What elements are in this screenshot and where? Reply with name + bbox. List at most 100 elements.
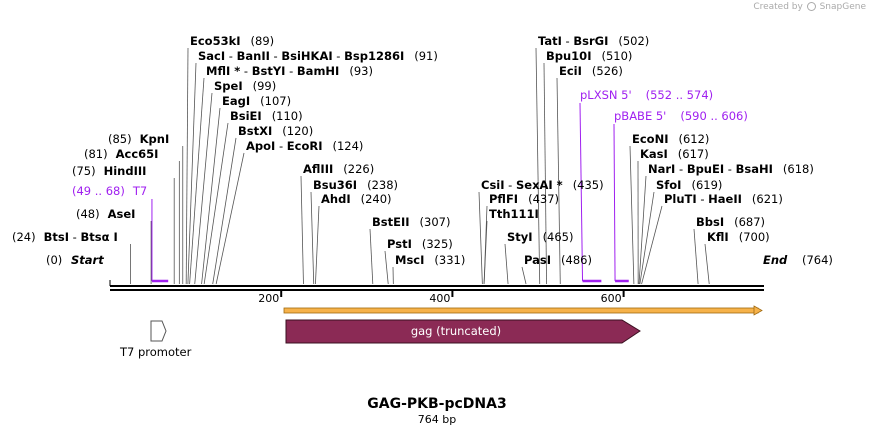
site-label: Bsu36I(238) — [313, 178, 398, 192]
restriction-site[interactable]: BstXI(120) — [238, 124, 313, 138]
site-leader-line — [315, 205, 320, 285]
restriction-site[interactable]: Bsu36I(238) — [313, 178, 398, 192]
site-name: BanII — [237, 49, 270, 63]
restriction-site[interactable]: CsiI - SexAI *(435) — [481, 178, 604, 192]
restriction-site[interactable]: StyI(465) — [507, 230, 574, 244]
site-label: SpeI(99) — [214, 79, 276, 93]
restriction-site[interactable]: KflI(700) — [707, 230, 770, 244]
site-label: BbsI(687) — [696, 215, 765, 229]
restriction-site[interactable]: PasI(486) — [524, 253, 592, 267]
gag-feature-label: gag (truncated) — [411, 324, 501, 338]
restriction-site[interactable]: PluTI - HaeII(621) — [664, 192, 783, 206]
site-label: (48)AseI — [76, 207, 135, 221]
site-name: BsiEI — [230, 109, 262, 123]
restriction-site[interactable]: SpeI(99) — [214, 79, 276, 93]
site-leader-line — [504, 243, 509, 285]
scale-tick-label: 600 — [601, 292, 622, 305]
site-name: HaeII — [708, 192, 742, 206]
restriction-site[interactable]: Eco53kI(89) — [190, 34, 274, 48]
site-position: (110) — [272, 109, 303, 123]
site-name: SexAI * — [516, 178, 563, 192]
site-position: (307) — [420, 215, 451, 229]
restriction-site[interactable]: (48)AseI — [76, 207, 135, 221]
site-position: (617) — [678, 147, 709, 161]
primer-label[interactable]: pBABE 5'(590 .. 606) — [614, 109, 748, 123]
primer-name: T7 — [132, 184, 147, 198]
restriction-site[interactable]: PstI(325) — [387, 237, 453, 251]
orf-bar[interactable] — [283, 307, 759, 314]
site-leader-line — [704, 243, 710, 285]
site-name: EciI — [559, 64, 582, 78]
site-position: (526) — [592, 64, 623, 78]
restriction-site[interactable]: BstEII(307) — [372, 215, 450, 229]
restriction-site[interactable]: AflIII(226) — [303, 162, 374, 176]
restriction-site[interactable]: BsiEI (110) — [230, 109, 303, 123]
site-name: MflI * — [206, 64, 240, 78]
primer-leader-line — [613, 123, 616, 282]
site-name: BstYI — [252, 64, 286, 78]
site-separator: - — [675, 162, 686, 176]
site-name: StyI — [507, 230, 533, 244]
t7-promoter-feature[interactable] — [150, 320, 167, 342]
site-name: BpuEI — [687, 162, 724, 176]
restriction-site[interactable]: (75)HindIII — [72, 164, 146, 178]
site-leader-line — [310, 191, 315, 285]
t7-promoter-label: T7 promoter — [119, 345, 192, 359]
restriction-site[interactable]: Tth111I — [489, 207, 539, 221]
site-name: SpeI — [214, 79, 243, 93]
restriction-site[interactable]: SacI - BanII - BsiHKAI - Bsp1286I(91) — [198, 49, 438, 63]
site-position: (619) — [691, 178, 722, 192]
restriction-site[interactable]: (24)BtsI - Btsα I — [12, 230, 118, 244]
site-name: PflFI — [489, 192, 518, 206]
site-position: (124) — [333, 139, 364, 153]
primer-label[interactable]: pLXSN 5'(552 .. 574) — [580, 88, 713, 102]
restriction-site[interactable]: ApoI - EcoRI(124) — [246, 139, 363, 153]
site-name: HindIII — [104, 164, 147, 178]
site-leader-line — [185, 47, 189, 285]
restriction-site[interactable]: NarI - BpuEI - BsaHI(618) — [648, 162, 814, 176]
site-separator: - — [240, 64, 251, 78]
restriction-site[interactable]: AhdI(240) — [321, 192, 392, 206]
site-separator: - — [285, 64, 296, 78]
site-name: Acc65I — [116, 147, 159, 161]
map-title: GAG-PKB-pcDNA3 — [367, 396, 506, 412]
site-position: (91) — [414, 49, 438, 63]
site-name: BsrGI — [573, 34, 608, 48]
site-name: SacI — [198, 49, 225, 63]
primer-leader-line — [579, 102, 584, 282]
restriction-site[interactable]: KasI (617) — [640, 147, 709, 161]
site-name: BtsI — [44, 230, 69, 244]
site-name: Bsp1286I — [344, 49, 404, 63]
site-leader-line — [521, 266, 527, 285]
restriction-site[interactable]: EcoNI(612) — [632, 132, 709, 146]
site-position: (85) — [108, 132, 132, 146]
site-label: PluTI - HaeII(621) — [664, 192, 783, 206]
restriction-site[interactable]: BbsI(687) — [696, 215, 765, 229]
site-separator: - — [724, 162, 735, 176]
restriction-site[interactable]: PflFI(437) — [489, 192, 559, 206]
site-separator: - — [69, 230, 80, 244]
restriction-site[interactable]: (85)KpnI — [108, 132, 169, 146]
site-position: (48) — [76, 207, 100, 221]
site-name: MscI — [395, 253, 424, 267]
primer-label[interactable]: (49 .. 68)T7 — [72, 184, 147, 198]
site-name: Bsu36I — [313, 178, 357, 192]
site-label: Tth111I — [489, 207, 539, 221]
end-pos: (764) — [802, 253, 833, 267]
restriction-site[interactable]: MflI * - BstYI - BamHI(93) — [206, 64, 373, 78]
site-name: KflI — [707, 230, 729, 244]
restriction-site[interactable]: (81)Acc65I — [84, 147, 158, 161]
gag-feature[interactable] — [285, 319, 641, 344]
restriction-site[interactable]: SfoI(619) — [656, 178, 722, 192]
restriction-site[interactable]: EagI(107) — [222, 94, 291, 108]
restriction-site[interactable]: Bpu10I(510) — [546, 49, 632, 63]
site-label: BsiEI (110) — [230, 109, 303, 123]
site-name: PluTI — [664, 192, 697, 206]
site-name: KasI — [640, 147, 668, 161]
restriction-site[interactable]: MscI(331) — [395, 253, 465, 267]
site-label: SfoI(619) — [656, 178, 722, 192]
restriction-site[interactable]: TatI - BsrGI(502) — [538, 34, 649, 48]
site-name: TatI — [538, 34, 562, 48]
site-position: (93) — [349, 64, 373, 78]
restriction-site[interactable]: EciI (526) — [559, 64, 623, 78]
